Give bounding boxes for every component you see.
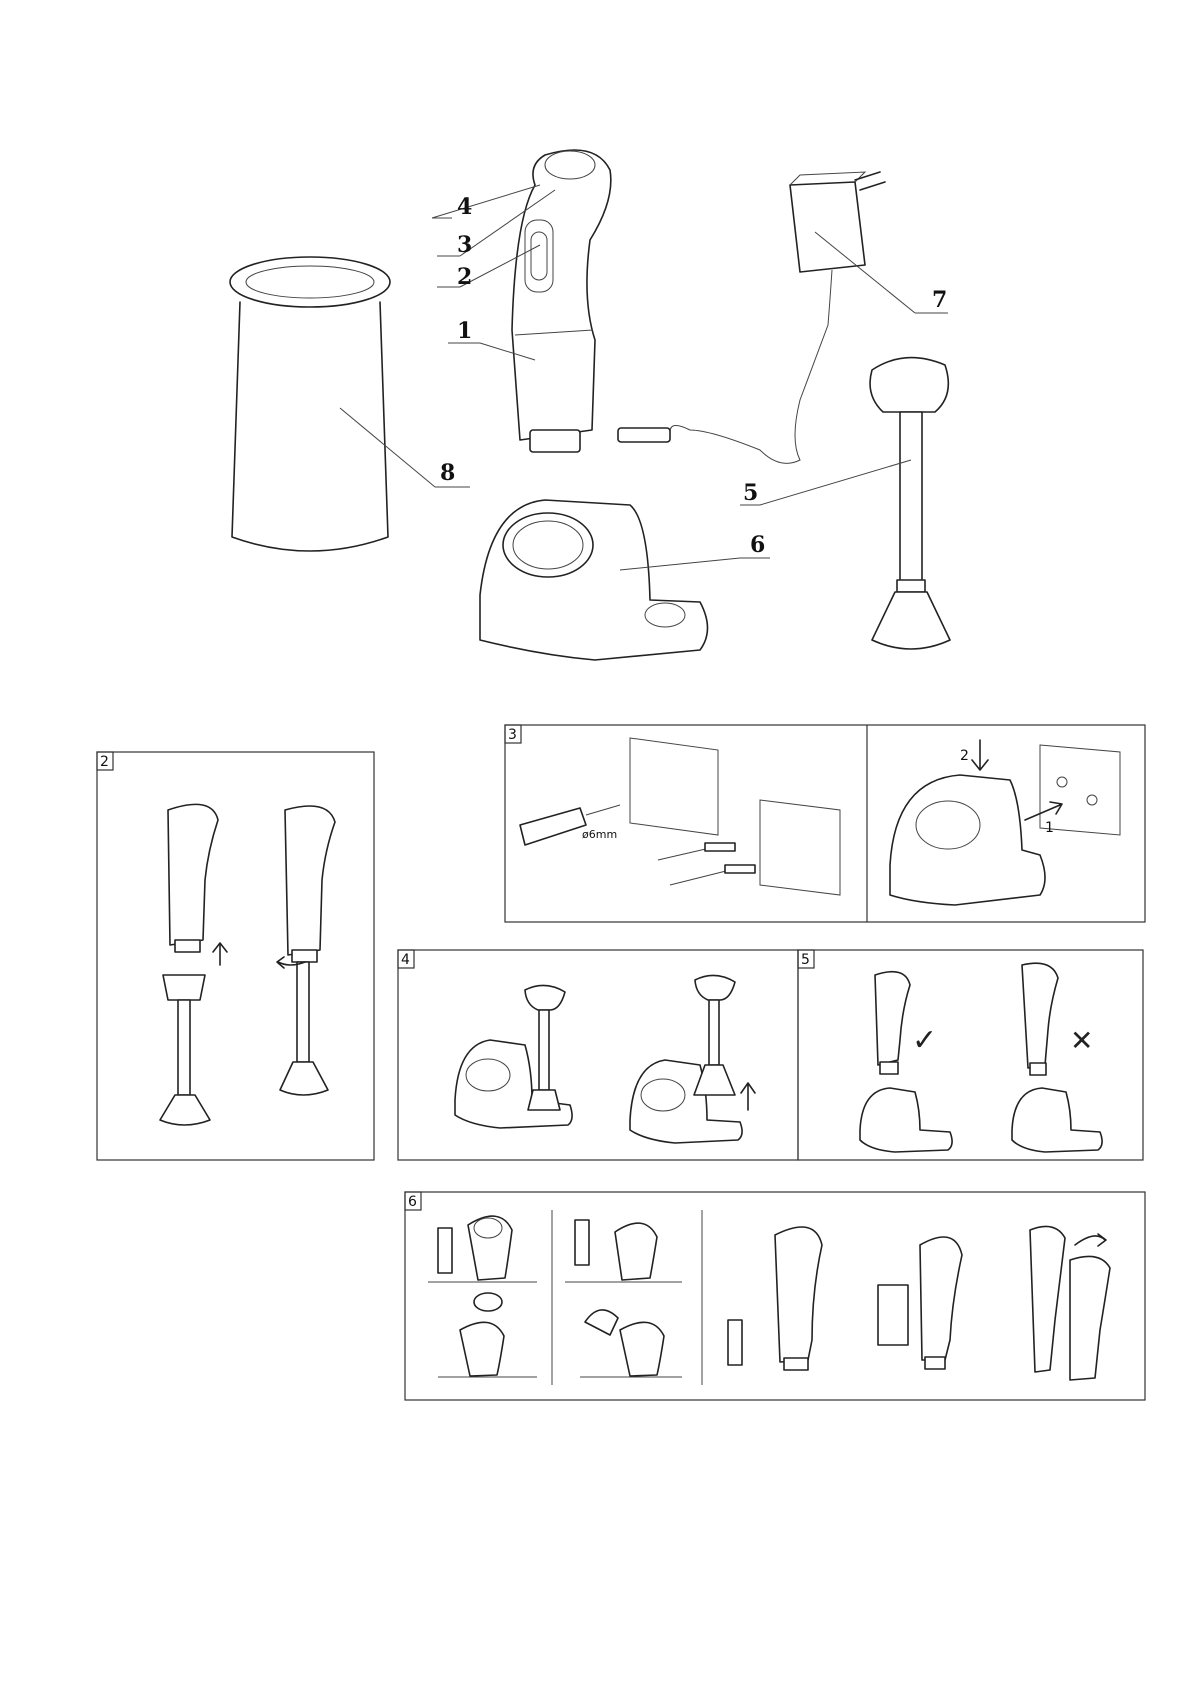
part-label-8: 8	[440, 460, 455, 486]
part-label-3: 3	[457, 232, 472, 258]
panel-6-label: 6	[408, 1194, 417, 1210]
panel-4-label: 4	[401, 952, 410, 968]
down-arrow-icon	[972, 740, 988, 770]
overview-diagram: 8 4 3 2 1 7	[230, 150, 950, 660]
panel-5-label: 5	[801, 952, 810, 968]
push-arrow-icon	[1025, 802, 1062, 820]
screwdriver-icon	[438, 1228, 452, 1273]
step-2-label: 2	[960, 748, 969, 764]
part-label-2: 2	[457, 264, 472, 290]
motor-handle-illustration: 4 3 2 1	[432, 150, 611, 452]
lift-arrow-icon	[741, 1083, 755, 1110]
screwdriver-icon-2	[575, 1220, 589, 1265]
blender-foot-illustration: 5	[740, 358, 950, 649]
beaker-illustration: 8	[230, 257, 470, 551]
power-adapter-illustration: 7	[618, 172, 948, 463]
panel-2: 2	[97, 752, 374, 1160]
panel-3: 3 ø6mm 2 1	[505, 725, 1145, 922]
up-arrow-icon	[213, 943, 227, 965]
panel-6: 6	[405, 1192, 1145, 1400]
correct-check-icon: ✓	[912, 1023, 937, 1058]
drill-size-label: ø6mm	[582, 828, 617, 841]
panel-3-label: 3	[508, 727, 517, 743]
panel-2-label: 2	[100, 754, 109, 770]
part-label-6: 6	[750, 532, 765, 558]
incorrect-x-icon: ✕	[1070, 1024, 1093, 1057]
part-label-7: 7	[932, 287, 947, 313]
part-label-4: 4	[457, 194, 472, 220]
charging-base-illustration: 6	[480, 500, 770, 660]
part-label-1: 1	[457, 318, 472, 344]
panel-5: 5 ✓ ✕	[798, 950, 1143, 1160]
screwdriver-box-icon	[878, 1285, 908, 1345]
part-label-5: 5	[743, 480, 758, 506]
screwdriver-icon-3	[728, 1320, 742, 1365]
open-arrow-icon	[1075, 1234, 1106, 1246]
step-1-label: 1	[1045, 820, 1054, 836]
panel-4: 4	[398, 950, 798, 1160]
